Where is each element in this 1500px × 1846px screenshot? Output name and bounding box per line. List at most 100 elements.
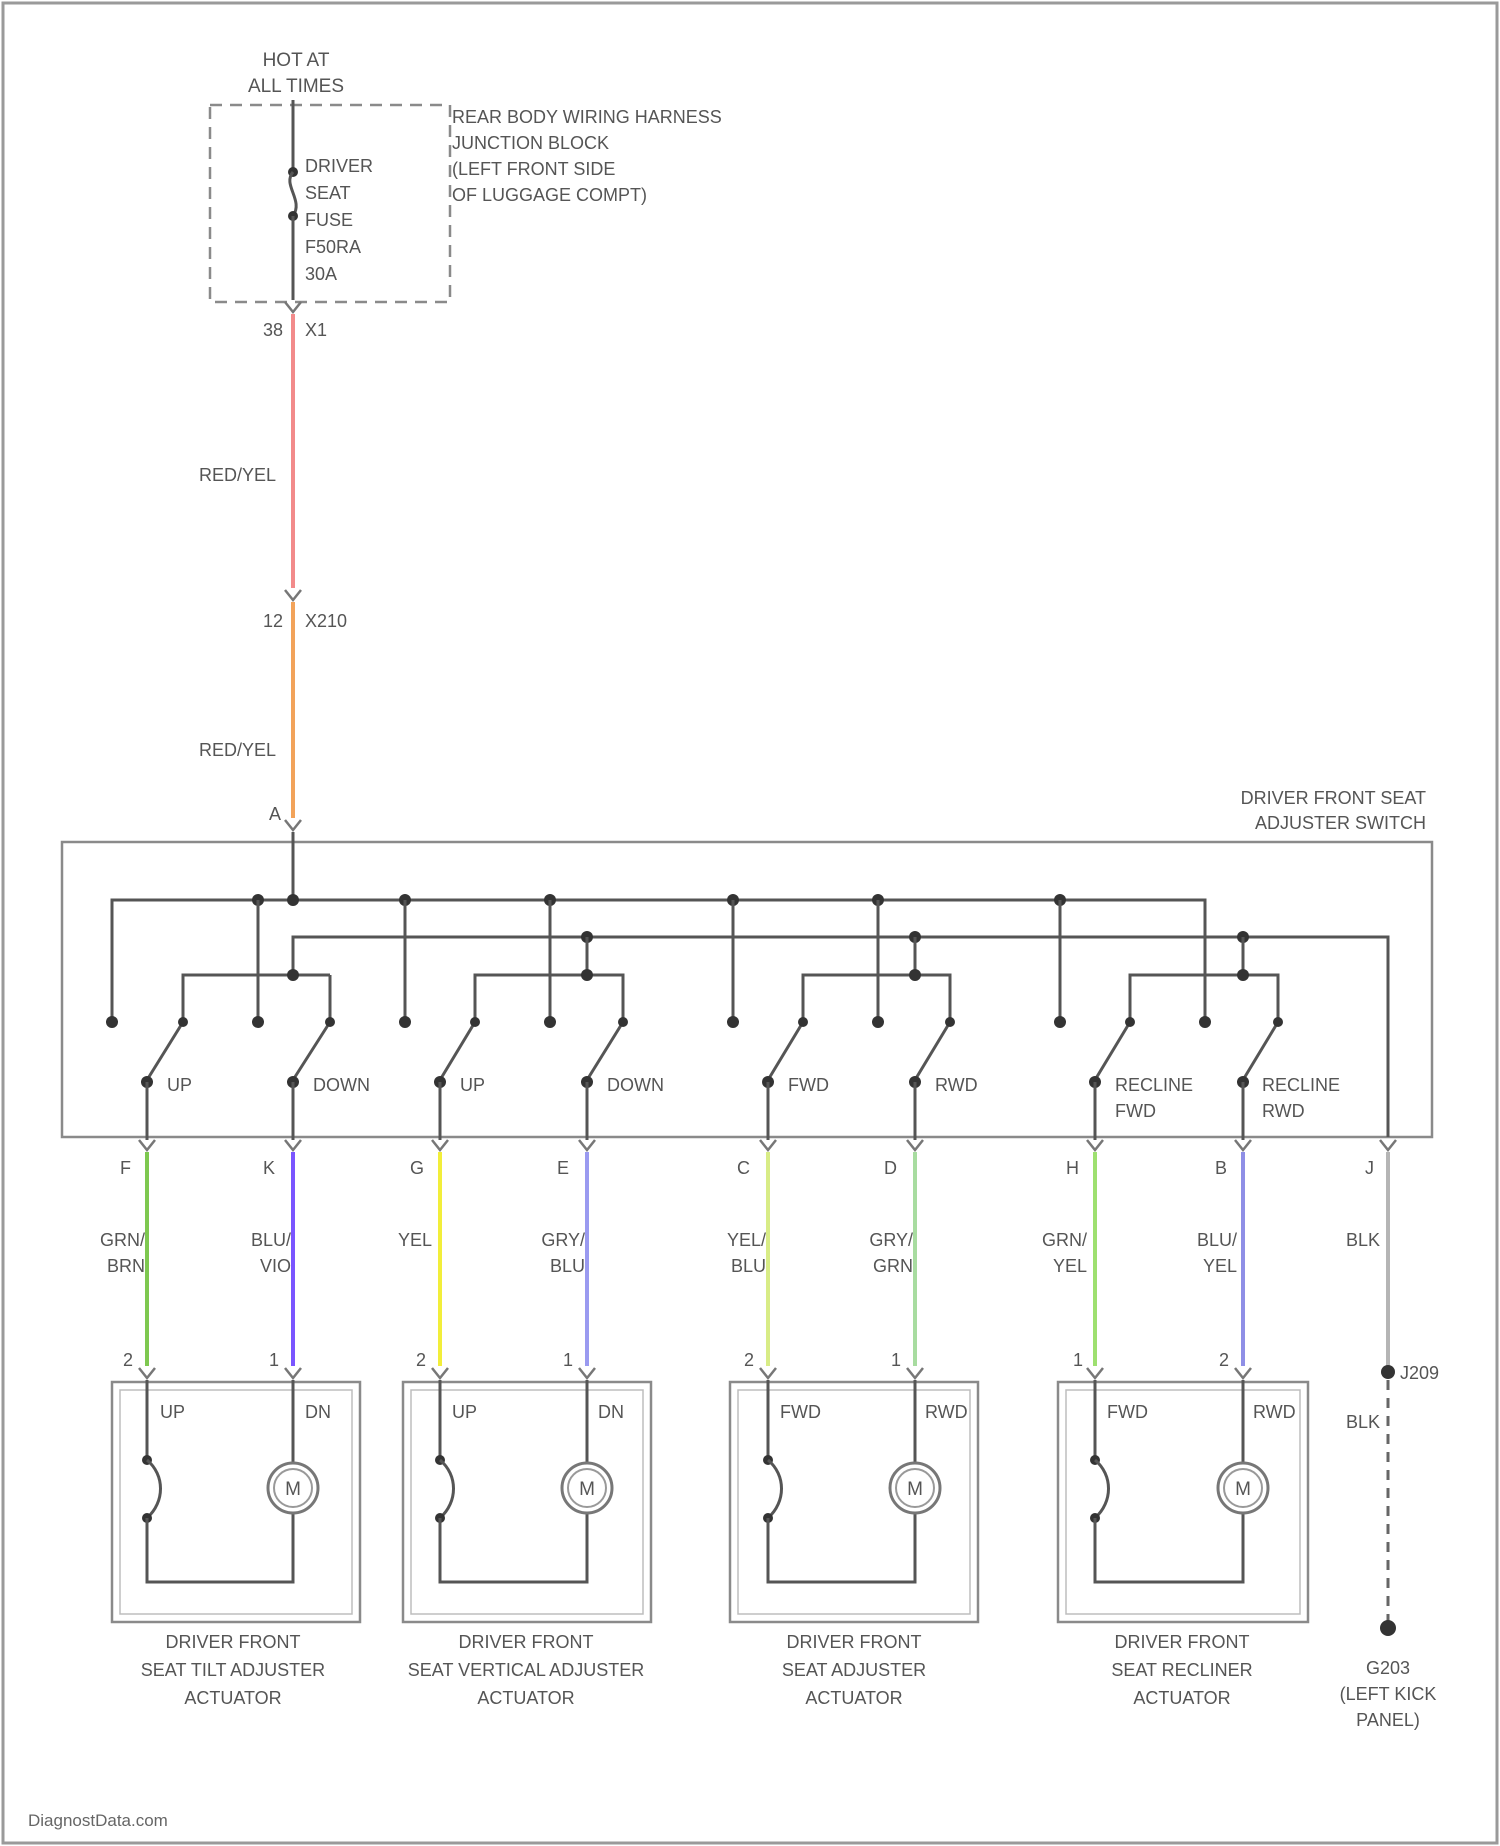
recliner-actuator-pin-2: 2 bbox=[1219, 1350, 1229, 1370]
adjuster-actuator-name-3: ACTUATOR bbox=[805, 1688, 902, 1708]
output-wire-d: D GRY/ GRN 1 bbox=[869, 1140, 923, 1378]
tilt-actuator-name-3: ACTUATOR bbox=[184, 1688, 281, 1708]
wire-k-label-2: VIO bbox=[260, 1256, 291, 1276]
vertical-adjuster-actuator: UP DN M bbox=[403, 1380, 651, 1622]
switch-pin-c: C bbox=[737, 1158, 750, 1178]
wire-h-label-1: GRN/ bbox=[1042, 1230, 1087, 1250]
switch-contact-label-recline-rwd-1: RECLINE bbox=[1262, 1075, 1340, 1095]
ground-point-icon bbox=[1380, 1620, 1396, 1636]
ground-point-label-3: PANEL) bbox=[1356, 1710, 1420, 1730]
wire-d-label-2: GRN bbox=[873, 1256, 913, 1276]
tilt-motor-label: M bbox=[285, 1479, 301, 1500]
connector-x1-name: X1 bbox=[305, 320, 327, 340]
wire-h-label-2: YEL bbox=[1053, 1256, 1087, 1276]
junction-block-label: REAR BODY WIRING HARNESS JUNCTION BLOCK … bbox=[452, 107, 722, 205]
switch-contact-label-recline-fwd-2: FWD bbox=[1115, 1101, 1156, 1121]
tilt-adjuster-actuator: UP DN M bbox=[112, 1380, 360, 1622]
wire-c-label-2: BLU bbox=[731, 1256, 766, 1276]
recliner-actuator-rwd-label: RWD bbox=[1253, 1402, 1296, 1422]
wire-d-label-1: GRY/ bbox=[869, 1230, 913, 1250]
tilt-actuator-up-label: UP bbox=[160, 1402, 185, 1422]
wire-e-label-2: BLU bbox=[550, 1256, 585, 1276]
recliner-actuator: FWD RWD M bbox=[1058, 1380, 1308, 1622]
switch-second-bus bbox=[293, 937, 1388, 1137]
splice-j209-label: J209 bbox=[1400, 1363, 1439, 1383]
recliner-actuator-name-1: DRIVER FRONT bbox=[1115, 1632, 1250, 1652]
switch-pin-h: H bbox=[1066, 1158, 1079, 1178]
switch-pin-a-label: A bbox=[269, 804, 281, 824]
switch-contact-label-recline-rwd-2: RWD bbox=[1262, 1101, 1305, 1121]
vertical-actuator-dn-label: DN bbox=[598, 1402, 624, 1422]
ground-wire-label-bottom: BLK bbox=[1346, 1412, 1380, 1432]
fuse-label-line-2: SEAT bbox=[305, 183, 351, 203]
switch-pin-j: J bbox=[1365, 1158, 1374, 1178]
fuse-symbol bbox=[288, 167, 298, 221]
connector-x210-name: X210 bbox=[305, 611, 347, 631]
junction-block-label-line-1: REAR BODY WIRING HARNESS bbox=[452, 107, 722, 127]
adjuster-actuator-name-1: DRIVER FRONT bbox=[787, 1632, 922, 1652]
vertical-actuator-up-label: UP bbox=[452, 1402, 477, 1422]
recliner-actuator-fwd-label: FWD bbox=[1107, 1402, 1148, 1422]
switch-pin-f: F bbox=[120, 1158, 131, 1178]
switch-contact-label-tilt-down: DOWN bbox=[313, 1075, 370, 1095]
switch-label-line-1: DRIVER FRONT SEAT bbox=[1241, 788, 1426, 808]
tilt-actuator-dn-label: DN bbox=[305, 1402, 331, 1422]
switch-pin-k: K bbox=[263, 1158, 275, 1178]
adjuster-actuator-fwd-label: FWD bbox=[780, 1402, 821, 1422]
switch-top-bus bbox=[112, 900, 1205, 1022]
adjuster-actuator-name-2: SEAT ADJUSTER bbox=[782, 1660, 926, 1680]
tilt-actuator-name-1: DRIVER FRONT bbox=[166, 1632, 301, 1652]
ground-circuit: J BLK J209 BLK G203 (LEFT KICK PANEL) bbox=[1340, 1140, 1439, 1730]
junction-block-label-line-2: JUNCTION BLOCK bbox=[452, 133, 609, 153]
recliner-motor-label: M bbox=[1235, 1479, 1251, 1500]
output-wire-f: F GRN/ BRN 2 bbox=[100, 1140, 155, 1378]
wire-b-label-1: BLU/ bbox=[1197, 1230, 1237, 1250]
output-wire-h: H GRN/ YEL 1 bbox=[1042, 1140, 1103, 1378]
hot-label-line-1: HOT AT bbox=[263, 50, 330, 71]
wire-b-label-2: YEL bbox=[1203, 1256, 1237, 1276]
wire-c-label-1: YEL/ bbox=[727, 1230, 766, 1250]
vertical-actuator-name-3: ACTUATOR bbox=[477, 1688, 574, 1708]
switch-pin-b: B bbox=[1215, 1158, 1227, 1178]
wire-e-label-1: GRY/ bbox=[541, 1230, 585, 1250]
vertical-motor-label: M bbox=[579, 1479, 595, 1500]
output-wire-b: B BLU/ YEL 2 bbox=[1197, 1140, 1251, 1378]
junction-block-label-line-3: (LEFT FRONT SIDE bbox=[452, 159, 615, 179]
seat-adjuster-switch-box bbox=[62, 842, 1432, 1137]
page-frame bbox=[3, 3, 1497, 1843]
hot-at-all-times-label: HOT AT ALL TIMES bbox=[248, 50, 344, 97]
wire-g-label-1: YEL bbox=[398, 1230, 432, 1250]
seat-adjuster-actuator: FWD RWD M bbox=[730, 1380, 978, 1622]
switch-contact-label-adjuster-rwd: RWD bbox=[935, 1075, 978, 1095]
adjuster-actuator-rwd-label: RWD bbox=[925, 1402, 968, 1422]
tilt-actuator-name-2: SEAT TILT ADJUSTER bbox=[141, 1660, 325, 1680]
adjuster-motor-label: M bbox=[907, 1479, 923, 1500]
junction-block-label-line-4: OF LUGGAGE COMPT) bbox=[452, 185, 647, 205]
output-wire-e: E GRY/ BLU 1 bbox=[541, 1140, 595, 1378]
actuator-names: DRIVER FRONT SEAT TILT ADJUSTER ACTUATOR… bbox=[141, 1632, 1253, 1708]
connector-x210: 12 X210 bbox=[263, 590, 347, 631]
switch-pin-g: G bbox=[410, 1158, 424, 1178]
switch-contact-label-tilt-up: UP bbox=[167, 1075, 192, 1095]
switch-contact-labels: UP DOWN UP DOWN FWD RWD RECLINE FWD RECL… bbox=[167, 1075, 1340, 1121]
adjuster-actuator-pin-1: 1 bbox=[891, 1350, 901, 1370]
switch-contact-label-vertical-down: DOWN bbox=[607, 1075, 664, 1095]
ground-wire-label-top: BLK bbox=[1346, 1230, 1380, 1250]
fuse-label-line-3: FUSE bbox=[305, 210, 353, 230]
output-wire-c: C YEL/ BLU 2 bbox=[727, 1140, 776, 1378]
wire-f-label-2: BRN bbox=[107, 1256, 145, 1276]
vertical-actuator-pin-2: 2 bbox=[416, 1350, 426, 1370]
recliner-actuator-name-3: ACTUATOR bbox=[1133, 1688, 1230, 1708]
hot-label-line-2: ALL TIMES bbox=[248, 76, 344, 97]
switch-contact-label-vertical-up: UP bbox=[460, 1075, 485, 1095]
vertical-actuator-name-2: SEAT VERTICAL ADJUSTER bbox=[408, 1660, 644, 1680]
recliner-actuator-name-2: SEAT RECLINER bbox=[1111, 1660, 1252, 1680]
connector-x210-pin: 12 bbox=[263, 611, 283, 631]
ground-point-label-1: G203 bbox=[1366, 1658, 1410, 1678]
switch-contact-label-recline-fwd-1: RECLINE bbox=[1115, 1075, 1193, 1095]
output-wire-g: G YEL 2 bbox=[398, 1140, 448, 1378]
fuse-label-line-5: 30A bbox=[305, 264, 337, 284]
vertical-actuator-name-1: DRIVER FRONT bbox=[459, 1632, 594, 1652]
switch-contact-label-adjuster-fwd: FWD bbox=[788, 1075, 829, 1095]
